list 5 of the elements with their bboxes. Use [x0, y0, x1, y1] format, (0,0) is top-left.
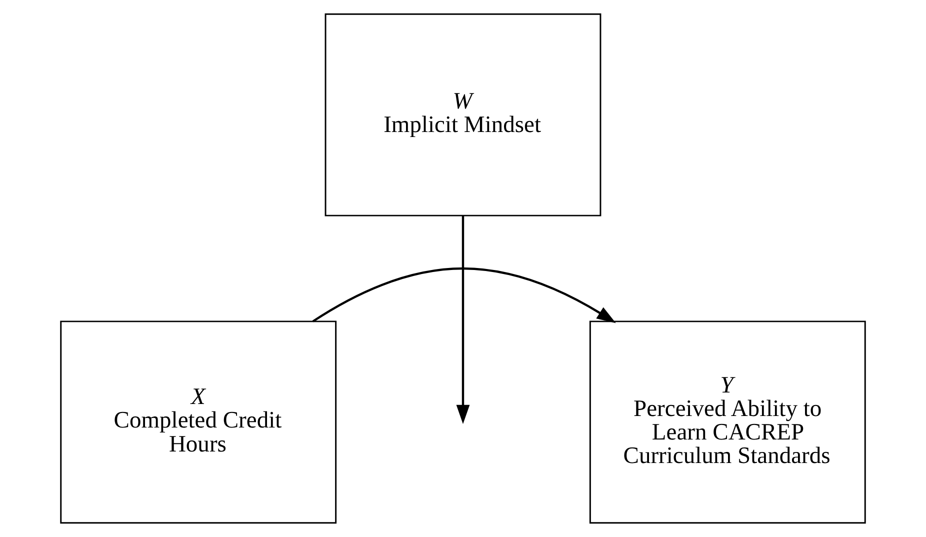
node-box: W Implicit Mindset [324, 13, 602, 216]
arrow [312, 267, 616, 324]
arrow [456, 216, 470, 424]
node-box: Y Perceived Ability to Learn CACREP Curriculum Standards [589, 320, 866, 524]
node-box: X Completed Credit Hours [60, 320, 337, 524]
